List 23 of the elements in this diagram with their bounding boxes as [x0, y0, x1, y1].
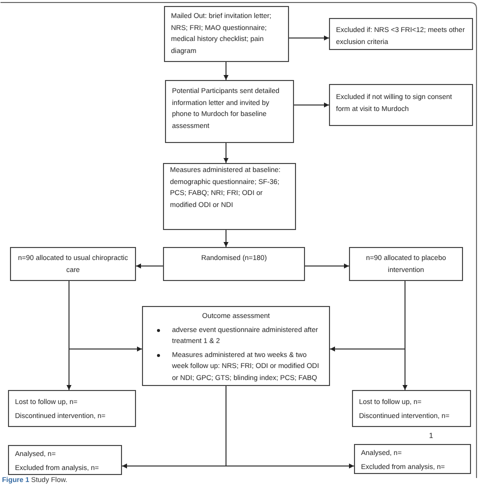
process-box: [163, 163, 296, 230]
arrow: [294, 102, 330, 108]
process-box: [354, 444, 471, 474]
arrow: [288, 36, 330, 40]
process-box: [8, 390, 136, 427]
arrow: [136, 264, 164, 268]
process-box: [352, 390, 471, 427]
process-box: [164, 6, 289, 62]
arrow: [224, 142, 228, 164]
arrow: [330, 280, 406, 352]
process-box: [142, 306, 330, 386]
arrow: [224, 230, 228, 248]
arrow: [304, 264, 350, 268]
arrow: [226, 386, 354, 468]
process-box: [8, 445, 122, 475]
arrow: [68, 280, 142, 352]
process-box: [329, 84, 473, 126]
arrow: [224, 62, 228, 80]
process-box: [329, 18, 473, 50]
process-box: [163, 247, 305, 281]
process-box: [349, 247, 463, 281]
process-box: [10, 247, 136, 281]
process-box: [165, 80, 294, 143]
